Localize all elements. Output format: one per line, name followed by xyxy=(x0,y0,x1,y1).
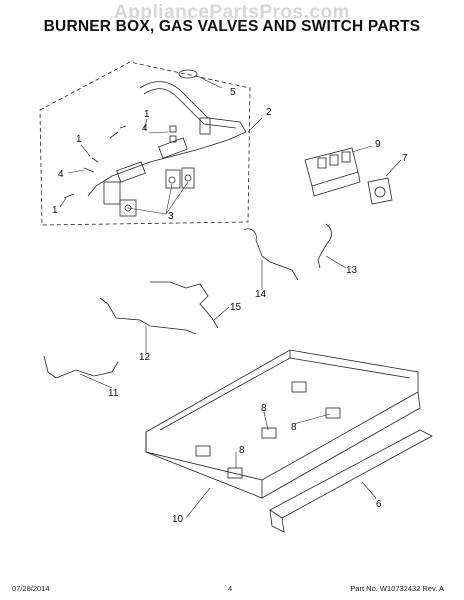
front-trim xyxy=(269,429,433,533)
callout-4: 4 xyxy=(142,123,148,134)
callout-11: 11 xyxy=(108,388,119,399)
callout-13: 13 xyxy=(346,265,358,276)
callout-3: 3 xyxy=(168,211,174,222)
tube-12 xyxy=(99,297,197,335)
callout-6: 6 xyxy=(376,499,382,510)
callout-8: 8 xyxy=(261,403,267,414)
burner-box-outline xyxy=(39,61,251,226)
callout-10: 10 xyxy=(172,514,184,525)
burner-brackets xyxy=(195,381,341,479)
leader-lines xyxy=(59,75,402,519)
callout-15: 15 xyxy=(230,302,242,313)
callout-1: 1 xyxy=(76,134,82,145)
watermark: AppliancePartsPros.com xyxy=(114,2,350,23)
tube-15 xyxy=(150,281,219,329)
callout-labels: 5 2 1 4 1 4 1 3 9 7 13 14 15 12 11 8 8 8… xyxy=(52,87,408,525)
callout-7: 7 xyxy=(402,153,408,164)
callout-1: 1 xyxy=(52,205,58,216)
manifold-pipe xyxy=(87,81,247,197)
callout-4: 4 xyxy=(58,169,64,180)
footer-part-number: Part No. W10732432 Rev. A xyxy=(350,584,444,593)
screws xyxy=(63,125,177,199)
callout-9: 9 xyxy=(375,139,381,150)
callout-2: 2 xyxy=(266,107,272,118)
callout-1: 1 xyxy=(144,109,150,120)
gas-valves xyxy=(103,137,195,217)
footer-date: 07/28/2014 xyxy=(12,584,50,593)
callout-5: 5 xyxy=(230,87,236,98)
footer-page-number: 4 xyxy=(228,584,233,593)
page-title: BURNER BOX, GAS VALVES AND SWITCH PARTS xyxy=(43,18,421,35)
gasket-part xyxy=(178,69,198,79)
switch-block xyxy=(304,147,361,197)
tube-14 xyxy=(243,228,299,281)
tube-11 xyxy=(43,355,119,379)
burner-tray xyxy=(145,349,421,499)
callout-8: 8 xyxy=(291,422,297,433)
spark-module xyxy=(367,177,393,205)
callout-14: 14 xyxy=(255,289,267,300)
callout-12: 12 xyxy=(139,352,151,363)
tube-13 xyxy=(317,223,332,269)
callout-8: 8 xyxy=(239,445,245,456)
